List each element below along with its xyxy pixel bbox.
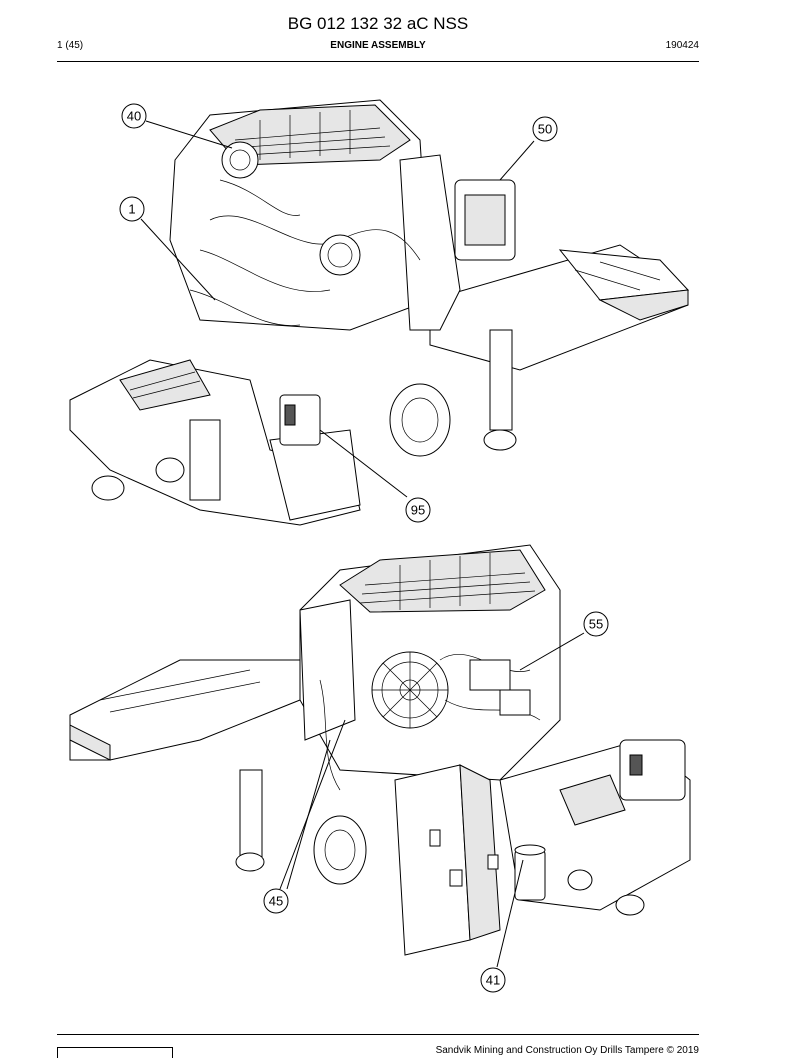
header-rule	[57, 61, 699, 62]
engine-assembly-view-top	[69, 99, 690, 526]
engine-assembly-view-bottom	[69, 544, 691, 956]
callout-label: 50	[538, 122, 552, 137]
document-date: 190424	[665, 40, 699, 51]
callout-55: 55	[583, 611, 609, 637]
section-title: ENGINE ASSEMBLY	[330, 40, 426, 51]
callout-45: 45	[263, 888, 289, 914]
page-number: 1 (45)	[57, 40, 84, 51]
callout-41: 41	[480, 967, 506, 993]
callout-label: 1	[128, 202, 135, 217]
callout-95: 95	[405, 497, 431, 523]
footer-rule	[57, 1034, 699, 1035]
callout-label: 55	[589, 617, 603, 632]
footer-copyright: Sandvik Mining and Construction Oy Drill…	[435, 1045, 699, 1056]
callout-label: 45	[269, 894, 283, 909]
callout-label: 41	[486, 973, 500, 988]
document-title: BG 012 132 32 aC NSS	[287, 14, 469, 33]
callout-40: 40	[121, 103, 147, 129]
callout-1: 1	[119, 196, 145, 222]
callout-label: 40	[127, 109, 141, 124]
callout-label: 95	[411, 503, 425, 518]
callout-50: 50	[532, 116, 558, 142]
leader-lines	[140, 120, 585, 968]
